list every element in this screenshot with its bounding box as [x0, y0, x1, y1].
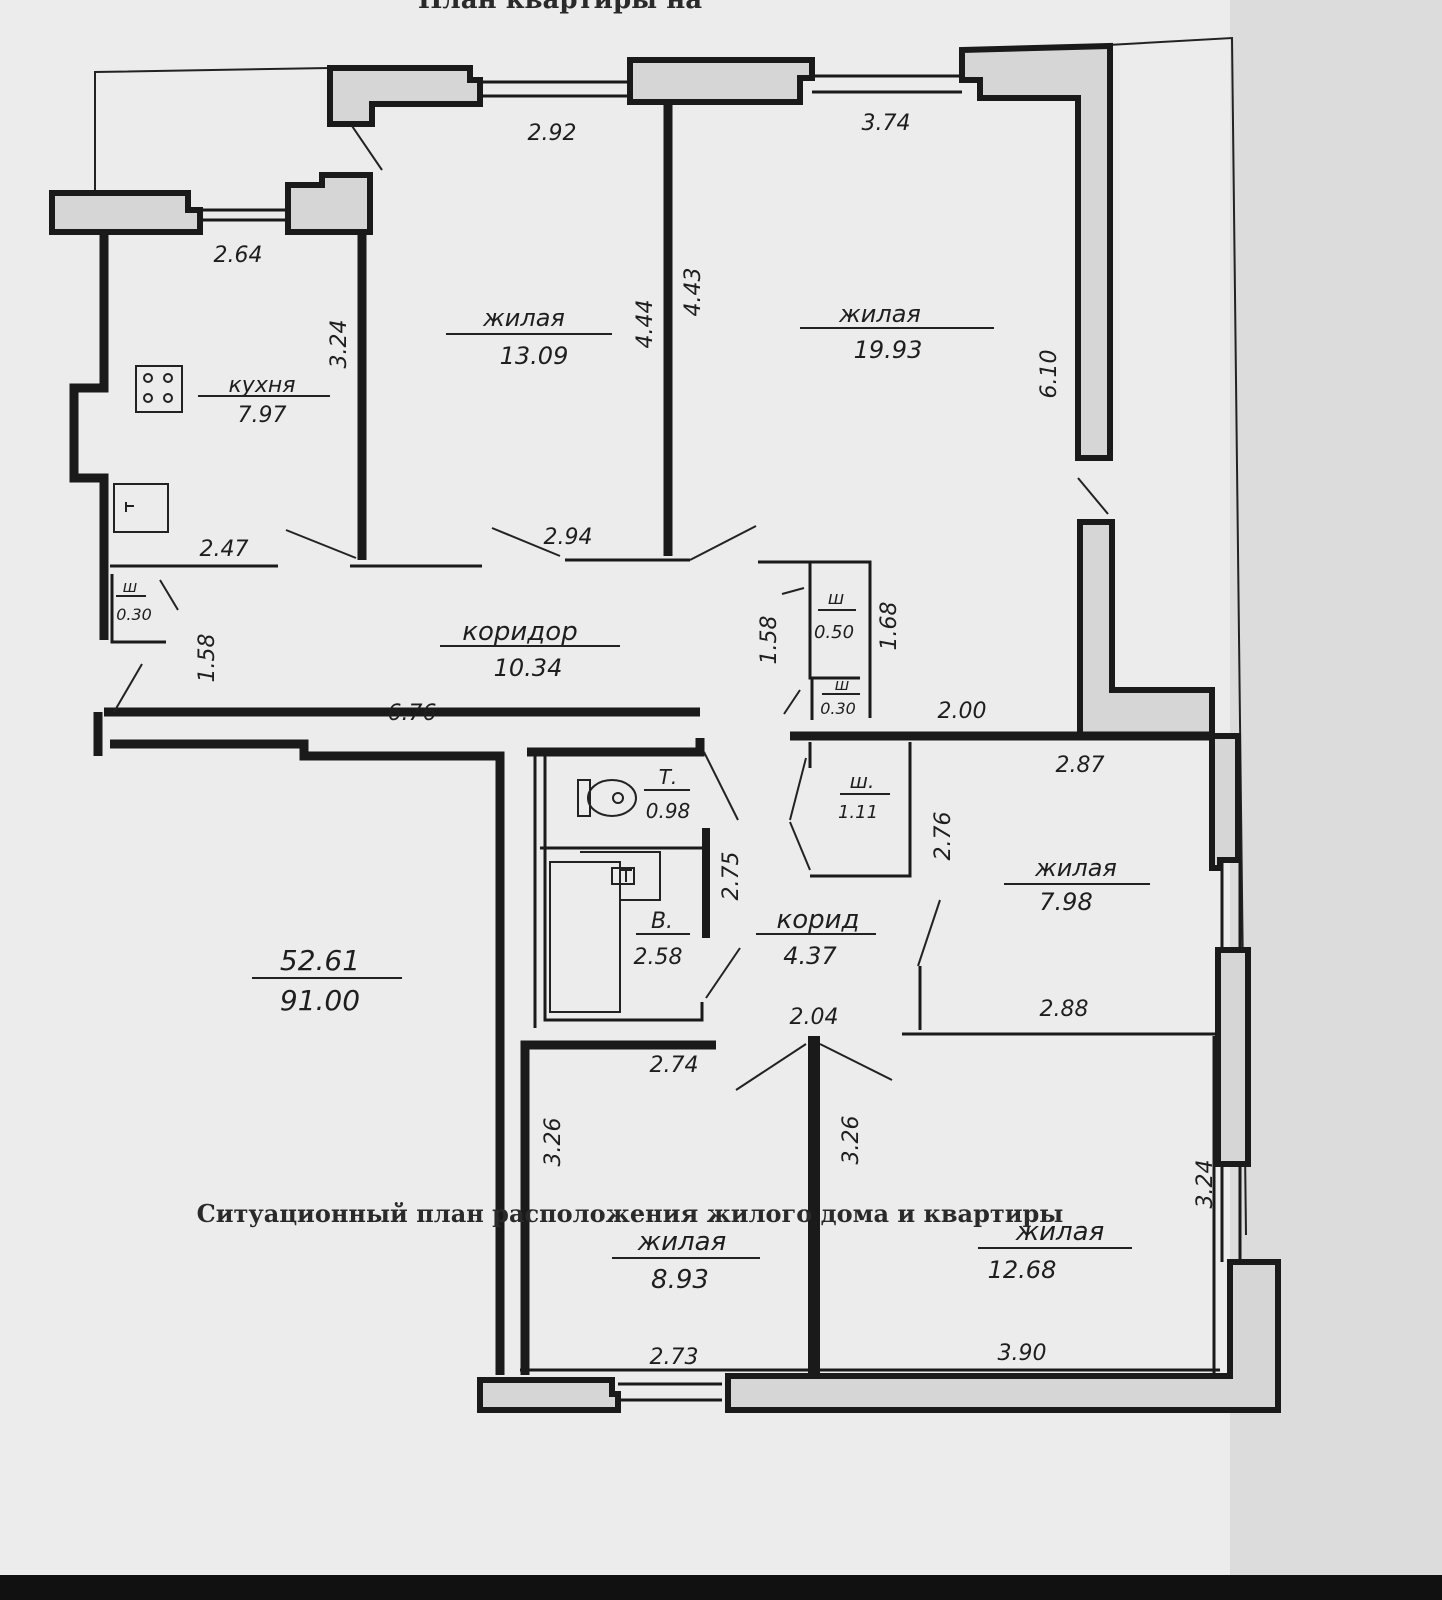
closet-c-label: ш. [850, 769, 875, 793]
living-area-total: 52.61 [280, 944, 360, 977]
wall-right-mid [1209, 733, 1241, 871]
dim-2-75: 2.75 [719, 852, 744, 901]
dim-3-26-a: 3.26 [541, 1118, 566, 1167]
wall-pier-kitchen-left [49, 190, 203, 235]
closet-b-label: ш [835, 675, 850, 694]
corridor2-area: 4.37 [783, 942, 837, 970]
corridor-area: 10.34 [494, 654, 563, 682]
wall-corner-top-right [959, 42, 1113, 461]
toilet-area: 0.98 [646, 799, 691, 823]
living5-label: жилая [1015, 1217, 1105, 1247]
walls [69, 104, 1220, 1376]
living5-area: 12.68 [988, 1256, 1057, 1284]
situation-plan-caption: Ситуационный план расположения жилого до… [197, 1199, 1064, 1228]
dim-4-44: 4.44 [633, 300, 658, 349]
bottom-edge [0, 1575, 1442, 1600]
dim-3-90: 3.90 [998, 1341, 1047, 1366]
dim-2-47: 2.47 [200, 537, 249, 562]
dim-2-94: 2.94 [544, 525, 593, 550]
dim-3-24-b: 3.24 [1193, 1160, 1218, 1209]
corridor-label: коридор [462, 617, 577, 647]
dim-2-87: 2.87 [1056, 753, 1105, 778]
bath-area: 2.58 [634, 945, 683, 970]
room-labels: кухня 7.97 жилая 13.09 жилая 19.93 корид… [116, 300, 1150, 1295]
living3-label: жилая [1034, 854, 1117, 882]
dim-2-76: 2.76 [931, 812, 956, 861]
wall-pier-kitchen-right [285, 172, 373, 235]
living4-label: жилая [637, 1227, 727, 1257]
dim-6-76: 6.76 [388, 701, 437, 726]
closet-c-area: 1.11 [838, 802, 878, 823]
closet-small-area: 0.30 [116, 605, 152, 624]
sink-icon [113, 483, 169, 533]
bath-label: В. [651, 909, 673, 934]
dim-1-58-a: 1.58 [195, 634, 220, 683]
dim-2-00: 2.00 [938, 699, 987, 724]
dim-2-04: 2.04 [790, 1005, 839, 1030]
dim-3-26-b: 3.26 [839, 1116, 864, 1165]
dim-6-10: 6.10 [1037, 350, 1062, 399]
dimensions: 2.92 3.74 2.64 3.24 4.44 4.43 6.10 2.47 … [195, 111, 1218, 1370]
dim-4-43: 4.43 [681, 268, 706, 317]
dim-3-74: 3.74 [862, 111, 911, 136]
closet-a-area: 0.50 [814, 622, 854, 643]
dim-2-64: 2.64 [214, 243, 263, 268]
dim-2-74: 2.74 [650, 1053, 699, 1078]
kitchen-area: 7.97 [238, 403, 287, 428]
dim-2-92: 2.92 [528, 121, 577, 146]
bathroom-partition [702, 828, 710, 938]
living1-area: 13.09 [500, 342, 569, 370]
wall-pier-top-1 [327, 65, 483, 127]
top-title-fragment: План квартиры на [418, 0, 702, 15]
dim-3-24-a: 3.24 [327, 320, 352, 369]
closet-b-area: 0.30 [820, 699, 856, 718]
kitchen-label: кухня [229, 373, 296, 398]
bedroom-partition [808, 1036, 820, 1376]
bathtub-icon [549, 851, 661, 1013]
dim-2-88: 2.88 [1040, 997, 1089, 1022]
door-swings [113, 125, 1109, 1091]
closet-small-label: ш [123, 577, 138, 596]
living3-area: 7.98 [1039, 888, 1092, 916]
wall-bottom-left [477, 1377, 621, 1413]
dim-2-73: 2.73 [650, 1345, 699, 1370]
closet-a-label: ш [828, 588, 844, 609]
stove-icon [135, 365, 183, 413]
living4-area: 8.93 [651, 1265, 709, 1295]
wall-pier-top-2 [627, 57, 815, 105]
living2-label: жилая [838, 300, 921, 328]
toilet-icon [577, 779, 637, 817]
living2-area: 19.93 [854, 336, 923, 364]
wall-bottom-right [725, 1259, 1281, 1413]
site-boundary [94, 36, 1247, 1236]
total-area: 91.00 [280, 984, 360, 1017]
dim-1-68: 1.68 [877, 602, 902, 651]
living1-label: жилая [482, 304, 565, 332]
dim-1-58-b: 1.58 [757, 616, 782, 665]
wall-right-pier [1215, 947, 1251, 1167]
toilet-label: Т. [659, 765, 678, 789]
corridor2-label: корид [777, 905, 860, 935]
